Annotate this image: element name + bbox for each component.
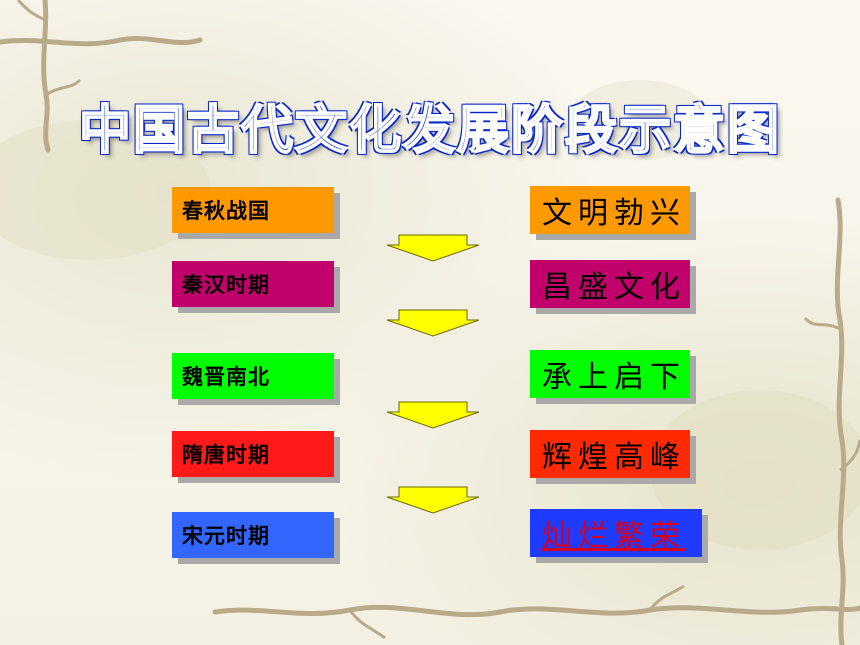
- period-box-spring-autumn: 春秋战国: [172, 187, 334, 233]
- description-box-peak: 辉煌高峰: [530, 430, 690, 478]
- down-arrow-icon: [386, 234, 480, 262]
- down-arrow-icon: [386, 486, 480, 514]
- down-arrow-icon: [386, 309, 480, 337]
- description-box-transition: 承上启下: [530, 350, 690, 398]
- page-title: 中国古代文化发展阶段示意图: [78, 100, 781, 162]
- period-box-song-yuan: 宋元时期: [172, 512, 334, 558]
- description-box-prosperous: 昌盛文化: [530, 260, 690, 308]
- down-arrow-icon: [386, 401, 480, 429]
- period-box-wei-jin: 魏晋南北: [172, 353, 334, 399]
- period-box-sui-tang: 隋唐时期: [172, 431, 334, 477]
- period-box-qin-han: 秦汉时期: [172, 261, 334, 307]
- description-link-splendid[interactable]: 灿烂繁荣: [530, 509, 702, 557]
- description-box-flourish: 文明勃兴: [530, 186, 690, 234]
